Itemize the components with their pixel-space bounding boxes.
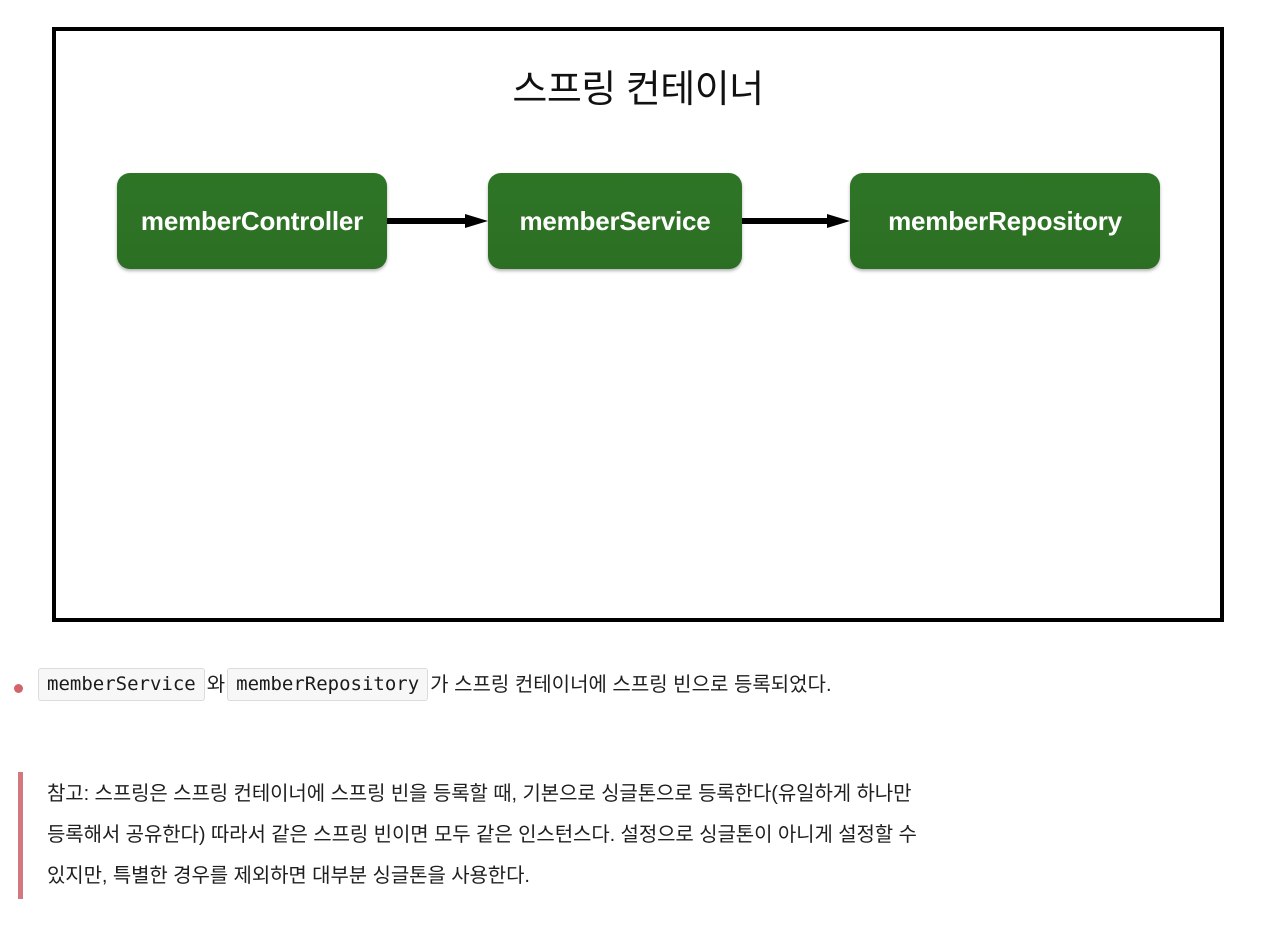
list-item: memberService 와 memberRepository 가 스프링 컨…	[0, 668, 1274, 701]
diagram-title: 스프링 컨테이너	[512, 69, 764, 111]
note-line: 참고: 스프링은 스프링 컨테이너에 스프링 빈을 등록할 때, 기본으로 싱글…	[47, 783, 912, 805]
spring-container-diagram: 스프링 컨테이너 memberController memberService …	[52, 27, 1224, 622]
node-member-service: memberService	[488, 173, 742, 269]
note-blockquote: 참고: 스프링은 스프링 컨테이너에 스프링 빈을 등록할 때, 기본으로 싱글…	[18, 772, 1208, 899]
node-label: memberController	[140, 205, 364, 236]
diagram-node-row: memberController memberService memberRep…	[56, 173, 1220, 269]
code-member-repository: memberRepository	[227, 668, 429, 701]
node-member-repository: memberRepository	[850, 173, 1160, 269]
bullet-conjunction-text: 와	[206, 673, 226, 696]
node-label: memberRepository	[888, 205, 1122, 236]
node-member-controller: memberController	[117, 173, 387, 269]
note-line: 있지만, 특별한 경우를 제외하면 대부분 싱글톤을 사용한다.	[47, 865, 530, 887]
arrow-service-to-repository	[742, 214, 850, 228]
bullet-tail-text: 가 스프링 컨테이너에 스프링 빈으로 등록되었다.	[430, 673, 832, 696]
bullet-list: memberService 와 memberRepository 가 스프링 컨…	[0, 668, 1274, 701]
code-member-service: memberService	[38, 668, 205, 701]
note-line: 등록해서 공유한다) 따라서 같은 스프링 빈이면 모두 같은 인스턴스다. 설…	[47, 824, 917, 846]
arrow-controller-to-service	[387, 214, 488, 228]
node-label: memberService	[519, 205, 711, 236]
bullet-marker-icon	[14, 684, 23, 693]
